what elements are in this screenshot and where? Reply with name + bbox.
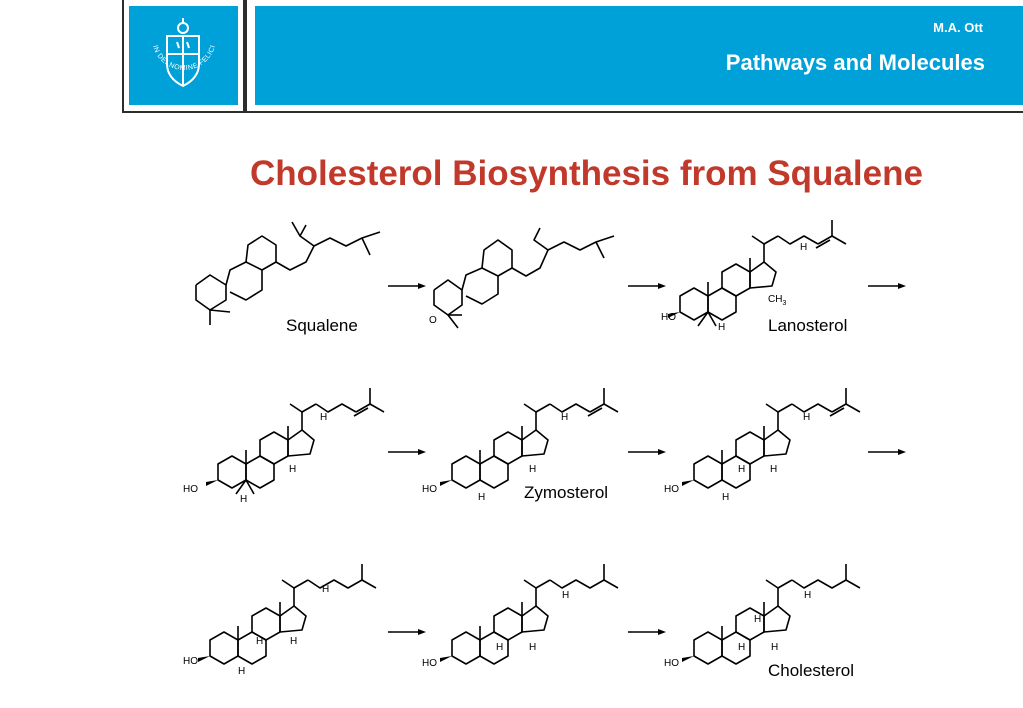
author-name: M.A. Ott xyxy=(933,20,983,35)
h-label: H xyxy=(738,464,745,475)
h-label: H xyxy=(238,666,245,677)
reaction-arrow xyxy=(387,282,427,290)
reaction-arrow xyxy=(627,448,667,456)
h-label: H xyxy=(322,584,329,595)
reaction-arrow xyxy=(627,282,667,290)
h-label: H xyxy=(256,636,263,647)
logo-frame: IN DEI NOMINE FELICITER xyxy=(122,0,245,113)
course-title: Pathways and Molecules xyxy=(725,50,985,75)
h-label: H xyxy=(803,412,810,423)
h-label: H xyxy=(738,642,745,653)
header: M.A. Ott Pathways and Molecules xyxy=(245,0,1023,113)
h-label: H xyxy=(718,322,725,333)
ho-label: HO xyxy=(422,658,437,669)
ho-label: HO xyxy=(183,656,198,667)
h-label: H xyxy=(290,636,297,647)
molecule-name-squalene: Squalene xyxy=(286,316,358,335)
h-label: H xyxy=(804,590,811,601)
molecule-name-zymosterol: Zymosterol xyxy=(524,483,608,502)
reaction-arrow xyxy=(867,448,907,456)
h-label: H xyxy=(496,642,503,653)
slide-title: Cholesterol Biosynthesis from Squalene xyxy=(250,154,923,193)
h-label: H xyxy=(561,412,568,423)
university-logo: IN DEI NOMINE FELICITER xyxy=(129,6,238,105)
h-label: H xyxy=(754,614,761,625)
h-label: H xyxy=(722,492,729,503)
h-label: H xyxy=(320,412,327,423)
h-label: H xyxy=(800,242,807,253)
ch3-label: CH3 xyxy=(768,294,786,307)
h-label: H xyxy=(771,642,778,653)
ho-label: HO xyxy=(664,658,679,669)
lanosterol-structure xyxy=(668,219,847,327)
h-label: H xyxy=(478,492,485,503)
h-label: H xyxy=(562,590,569,601)
reaction-arrow xyxy=(867,282,907,290)
h-label: H xyxy=(240,494,247,505)
reaction-arrow xyxy=(387,448,427,456)
header-bar: M.A. Ott Pathways and Molecules xyxy=(255,6,1023,105)
squalene-structure xyxy=(195,221,381,325)
university-seal-icon: IN DEI NOMINE FELICITER xyxy=(129,6,217,88)
ho-label: HO xyxy=(661,312,676,323)
h-label: H xyxy=(770,464,777,475)
molecule-name-lanosterol: Lanosterol xyxy=(768,316,847,335)
reaction-arrow xyxy=(627,628,667,636)
intermediate-structure xyxy=(206,387,385,495)
ho-label: HO xyxy=(183,484,198,495)
h-label: H xyxy=(289,464,296,475)
h-label: H xyxy=(529,464,536,475)
ho-label: HO xyxy=(664,484,679,495)
reaction-arrow xyxy=(387,628,427,636)
intermediate-structure xyxy=(198,563,377,665)
molecule-name-cholesterol: Cholesterol xyxy=(768,661,854,680)
h-label: H xyxy=(529,642,536,653)
oxidosqualene-structure xyxy=(433,227,615,329)
oxygen-label: O xyxy=(429,315,437,326)
ho-label: HO xyxy=(422,484,437,495)
